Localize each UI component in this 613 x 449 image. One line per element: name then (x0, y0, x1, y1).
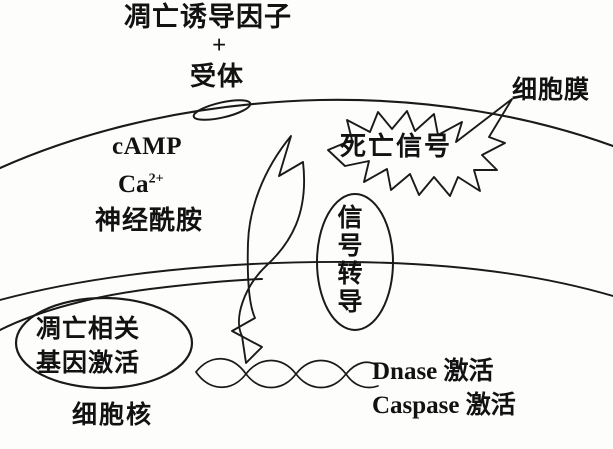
gene-activation-line-1: 凋亡相关 (36, 314, 141, 343)
dnase-activation-label: Dnase 激活 (372, 356, 494, 385)
dnase-name: Dnase (372, 358, 438, 385)
calcium-charge: 2+ (148, 171, 164, 187)
gene-activation-label: 凋亡相关基因激活 (36, 312, 140, 380)
apoptosis-inducer-label: 凋亡诱导因子 (124, 2, 292, 33)
receptor-oval (192, 99, 252, 121)
death-signal-starburst (327, 98, 513, 197)
death-signal-label: 死亡信号 (340, 132, 453, 162)
ceramide-label: 神经酰胺 (95, 206, 204, 236)
calcium-ion-label: Ca2+ (118, 171, 164, 198)
nucleus-label: 细胞核 (72, 400, 154, 429)
calcium-symbol: Ca (118, 171, 149, 198)
gene-activation-ellipse (14, 296, 194, 390)
signal-flow-arrow (231, 135, 305, 364)
receptor-label: 受体 (190, 62, 245, 92)
dna-squiggle-strand-b (195, 357, 379, 389)
gene-activation-line-2: 基因激活 (36, 347, 141, 377)
cytoplasm-curve (0, 261, 613, 301)
signal-transduction-ellipse (316, 193, 394, 331)
signal-transduction-label: 信号转导 (334, 204, 363, 316)
caspase-activation-label: Caspase 激活 (372, 390, 516, 419)
caspase-name: Caspase (372, 392, 460, 419)
camp-label: cAMP (112, 133, 183, 160)
cell-membrane-label: 细胞膜 (512, 75, 591, 104)
cell-membrane-curve (0, 98, 613, 170)
dnase-activation-text: 激活 (443, 356, 494, 385)
caspase-activation-text: 激活 (465, 390, 516, 419)
plus-sign-label: + (212, 32, 227, 59)
